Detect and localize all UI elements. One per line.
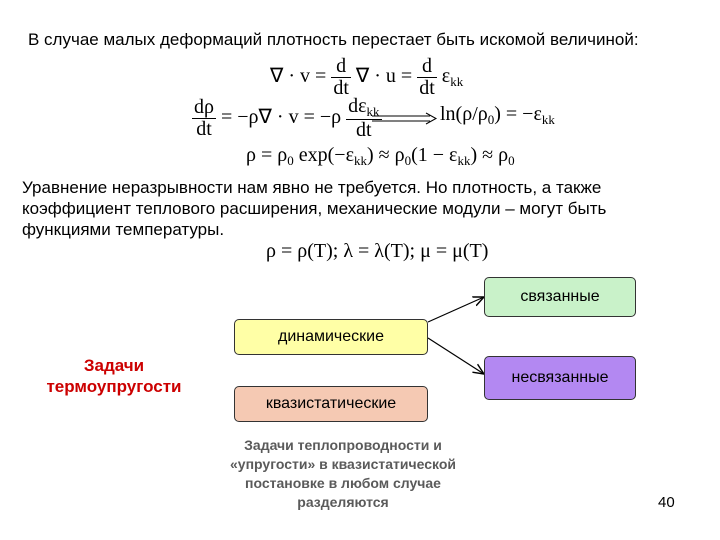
uncoupled-box: несвязанные <box>484 356 636 400</box>
paragraph-text: Уравнение неразрывности нам явно не треб… <box>22 178 607 239</box>
arrow-to-uncoupled <box>427 337 484 374</box>
quasistatic-note: Задачи теплопроводности и «упругости» в … <box>230 437 456 510</box>
slide-heading: В случае малых деформаций плотность пере… <box>28 30 639 49</box>
page-number: 40 <box>658 494 675 511</box>
arrow-to-coupled <box>427 297 484 323</box>
quasistatic-box: квазистатические <box>234 386 428 422</box>
task-label: Задачи термоупругости <box>46 356 182 396</box>
coupled-box: связанные <box>484 277 636 317</box>
dynamic-box: динамические <box>234 319 428 355</box>
equation-log-density: ln(ρ/ρ0) = −εkk <box>440 103 555 127</box>
equation-density-approx: ρ = ρ0 exp(−εkk) ≈ ρ0(1 − εkk) ≈ ρ0 <box>246 144 515 168</box>
implies-arrow <box>372 112 438 125</box>
equation-temperature-functions: ρ = ρ(T); λ = λ(T); μ = μ(T) <box>266 240 489 262</box>
